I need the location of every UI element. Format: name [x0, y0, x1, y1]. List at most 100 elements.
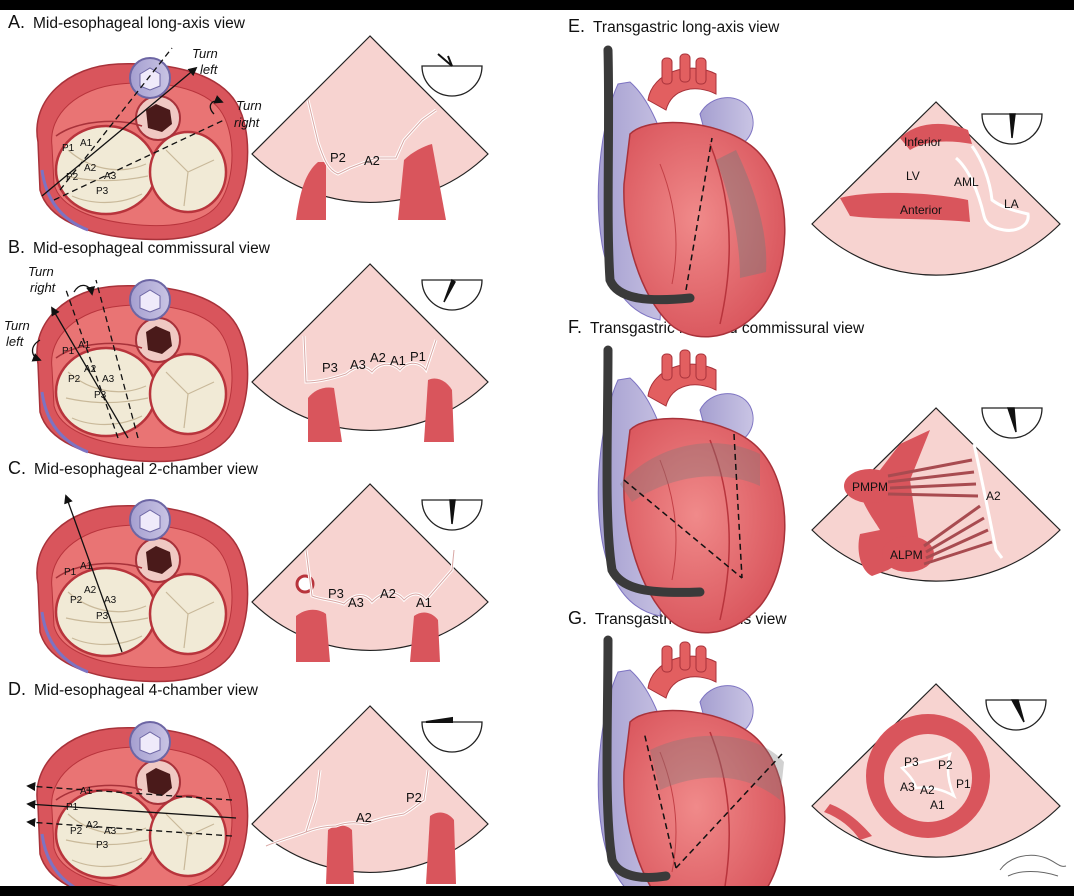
- scallop-label: A2: [84, 585, 97, 596]
- scallop-label: A2: [84, 163, 97, 174]
- echo-label: P3: [322, 360, 338, 375]
- panel-b-letter: B.: [8, 237, 26, 257]
- scallop-label: P3: [94, 390, 107, 401]
- echo-label: P1: [956, 777, 971, 791]
- echo-label: A2: [370, 350, 386, 365]
- myocardium-wall: [410, 612, 440, 662]
- turn-left-label: left: [200, 62, 219, 77]
- papillary-muscle-pm: [844, 469, 896, 503]
- panel-b-crosssection: P1 A1 A2 P2 A3 P3 Turn right Turn left: [4, 264, 250, 464]
- echo-label: P1: [410, 349, 426, 364]
- imaging-plane: [620, 443, 760, 502]
- scan-dashed-line: [623, 479, 743, 579]
- imaging-plane: [650, 735, 784, 800]
- scallop-label: A1: [80, 138, 93, 149]
- panel-d-letter: D.: [8, 679, 26, 699]
- panel-c-title-text: Mid-esophageal 2-chamber view: [34, 461, 259, 478]
- leaflet-line: [972, 443, 1004, 559]
- echo-label: A1: [930, 798, 945, 812]
- scan-dashed-line: [675, 753, 783, 869]
- turn-arrow-icon: [209, 95, 224, 115]
- panel-c-crosssection: P1 A1 A2 P2 A3 P3: [35, 494, 250, 684]
- panel-e-letter: E.: [568, 16, 586, 36]
- panel-a-title: A.Mid-esophageal long-axis view: [8, 12, 245, 33]
- tee-probe-icon: [602, 345, 705, 597]
- myocardium-wall: [296, 162, 326, 220]
- scallop-label: A2: [86, 820, 99, 831]
- panel-e-echo-sector: Inferior LV AML Anterior LA: [811, 101, 1061, 276]
- myocardium-anterior: [840, 192, 970, 222]
- signature-mark-icon: [999, 854, 1067, 877]
- panel-a-echo-sector: P2 A2: [251, 35, 489, 220]
- echo-label: A3: [900, 780, 915, 794]
- turn-right-label: Turn: [28, 264, 54, 279]
- leaflet-outline: [303, 335, 437, 383]
- scan-arrow: [26, 799, 237, 819]
- panel-b-omniplane-icon: [421, 278, 483, 311]
- myocardium-wall: [426, 812, 456, 884]
- myocardium-wall: [296, 609, 330, 662]
- echo-label: AML: [954, 175, 979, 189]
- scallop-label: A1: [80, 786, 93, 797]
- echo-label: Inferior: [904, 135, 941, 149]
- panel-d-crosssection: A1 P1 A2 P2 A3 P3: [26, 720, 250, 886]
- panel-d-omniplane-icon: [421, 716, 483, 753]
- panel-d-title: D.Mid-esophageal 4-chamber view: [8, 679, 258, 700]
- panel-b-echo-sector: P3 A3 A2 A1 P1: [251, 263, 489, 442]
- echo-label: A3: [350, 357, 366, 372]
- myocardium-wall: [398, 144, 446, 220]
- figure-stage: A.Mid-esophageal long-axis view B.Mid-es…: [0, 10, 1074, 886]
- scallop-label: A3: [104, 171, 117, 182]
- scallop-label: A3: [104, 826, 117, 837]
- echo-label: A2: [364, 153, 380, 168]
- panel-b-title: B.Mid-esophageal commissural view: [8, 237, 270, 258]
- echo-label: P2: [330, 150, 346, 165]
- echo-label: A3: [348, 595, 364, 610]
- myocardium-wall: [308, 387, 342, 442]
- scan-arrow: [51, 306, 129, 439]
- turn-right-label: right: [30, 280, 57, 295]
- panel-e-title: E. Transgastric long-axis view: [568, 16, 779, 37]
- echo-label: A2: [986, 489, 1001, 503]
- leaflet-outline: [265, 769, 429, 847]
- echo-label: P2: [406, 790, 422, 805]
- panel-d-echo-sector: A2 P2: [251, 705, 489, 884]
- scan-dashed-arrow: [26, 817, 233, 837]
- echo-label: A2: [920, 783, 935, 797]
- scallop-label: P3: [96, 840, 109, 851]
- echo-label: P3: [328, 586, 344, 601]
- echo-label: A2: [356, 810, 372, 825]
- scallop-label: A1: [78, 340, 91, 351]
- scan-dashed-line: [65, 289, 119, 439]
- scan-arrow: [41, 66, 198, 197]
- panel-a-title-text: Mid-esophageal long-axis view: [33, 15, 245, 32]
- echo-label: A1: [390, 353, 406, 368]
- turn-right-label: Turn: [236, 98, 262, 113]
- chordae-tendineae: [887, 458, 993, 566]
- panel-f-omniplane-icon: [981, 407, 1043, 439]
- echo-label: Anterior: [900, 203, 942, 217]
- turn-right-label: right: [234, 115, 261, 130]
- mitral-orifice-outline: [899, 751, 957, 800]
- scallop-label: P1: [62, 143, 75, 154]
- scallop-label: P2: [66, 172, 79, 183]
- panel-e-title-text: Transgastric long-axis view: [593, 19, 780, 36]
- scan-dashed-line: [53, 119, 225, 201]
- scan-dashed-line: [685, 137, 713, 291]
- scallop-label: P3: [96, 611, 109, 622]
- myocardium-wall: [326, 825, 354, 884]
- scallop-label: P2: [68, 374, 81, 385]
- turn-left-label: left: [6, 334, 25, 349]
- anterior-mitral-leaflet: [954, 145, 1030, 232]
- echo-label: LA: [1004, 197, 1019, 211]
- scallop-label: A3: [104, 595, 117, 606]
- panel-b-scallop-labels: P1 A1 A2 P2 A3 P3: [62, 340, 115, 401]
- myocardium-inferior: [900, 123, 972, 150]
- echo-label: A1: [416, 595, 432, 610]
- panel-e-heart: [597, 45, 786, 338]
- scallop-label: P3: [96, 186, 109, 197]
- panel-g-omniplane-icon: [985, 699, 1047, 731]
- panel-f-heart: [597, 345, 786, 634]
- scan-dashed-line: [643, 731, 677, 869]
- panel-c-title: C.Mid-esophageal 2-chamber view: [8, 458, 258, 479]
